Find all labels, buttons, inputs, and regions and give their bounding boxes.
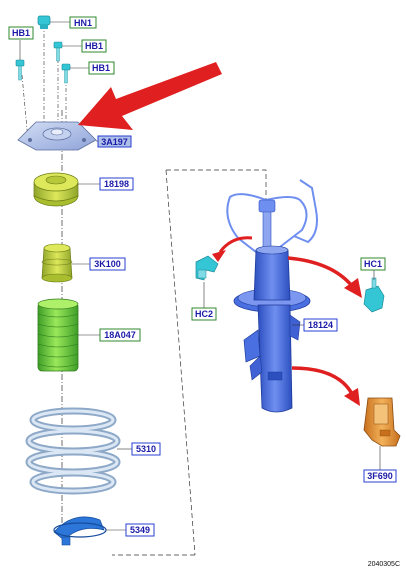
highlight-arrow-icon xyxy=(78,62,222,130)
label-hb1-mid: HB1 xyxy=(81,39,107,53)
bracket-3f690-icon xyxy=(363,397,401,447)
dust-boot-icon xyxy=(37,298,79,372)
label-3k100-text: 3K100 xyxy=(94,259,121,269)
nut-hn1-icon xyxy=(37,15,51,29)
group-bracket xyxy=(112,169,267,556)
arrow-to-hc2-icon xyxy=(212,236,253,262)
label-18198: 18198 xyxy=(99,177,134,191)
label-hb1-left-text: HB1 xyxy=(12,28,30,38)
label-hb1-right: HB1 xyxy=(88,61,115,75)
top-mount-icon xyxy=(17,121,97,151)
bolt-hb1-right-icon xyxy=(61,63,71,84)
label-5310: 5310 xyxy=(131,442,161,456)
label-3f690: 3F690 xyxy=(363,469,397,483)
reference-code: 2040305C xyxy=(368,561,400,568)
clip-hc2-icon xyxy=(195,255,219,281)
label-5349-text: 5349 xyxy=(130,525,150,535)
label-3f690-text: 3F690 xyxy=(367,471,393,481)
label-hc1: HC1 xyxy=(360,257,386,271)
bolt-hb1-left-icon xyxy=(15,59,25,81)
label-3k100: 3K100 xyxy=(89,257,126,271)
label-hb1-right-text: HB1 xyxy=(92,63,110,73)
spring-seat-icon xyxy=(33,172,79,207)
label-18a047-text: 18A047 xyxy=(104,330,136,340)
bolt-hb1-mid-icon xyxy=(53,41,63,62)
label-hb1-mid-text: HB1 xyxy=(85,41,103,51)
label-hn1: HN1 xyxy=(69,16,97,29)
label-hn1-text: HN1 xyxy=(74,18,92,28)
strut-assembly-icon xyxy=(226,179,318,413)
label-18124-text: 18124 xyxy=(308,320,333,330)
label-18124: 18124 xyxy=(303,318,338,332)
arrow-to-3f690-icon xyxy=(291,366,360,406)
bump-stop-icon xyxy=(41,243,73,283)
label-5310-text: 5310 xyxy=(136,444,156,454)
label-18a047: 18A047 xyxy=(99,328,141,342)
label-hc2-text: HC2 xyxy=(195,309,213,319)
label-3a197-text: 3A197 xyxy=(101,137,128,147)
label-3a197: 3A197 xyxy=(97,135,132,148)
arrow-to-hc1-icon xyxy=(287,256,362,298)
clip-hc1-icon xyxy=(363,277,385,313)
label-18198-text: 18198 xyxy=(104,179,129,189)
label-hc2: HC2 xyxy=(191,307,217,321)
label-hb1-left: HB1 xyxy=(8,26,34,40)
coil-spring-highlight xyxy=(27,409,119,493)
label-hc1-text: HC1 xyxy=(364,259,382,269)
label-5349: 5349 xyxy=(125,523,155,537)
